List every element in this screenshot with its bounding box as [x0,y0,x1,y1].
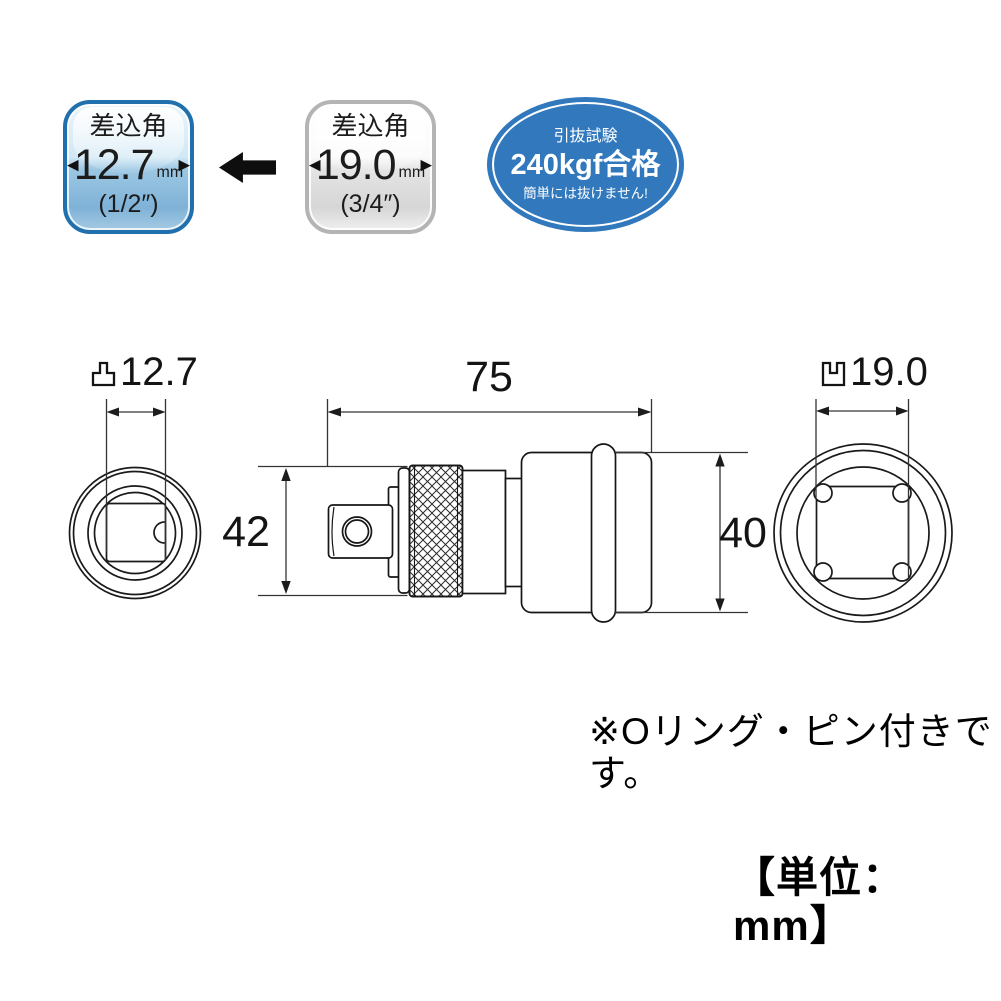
badge-title: 差込角 [331,111,410,141]
left-triangle-icon: ◀ [67,156,79,174]
drive-size-badge-12-7: 差込角 ◀ 12.7 mm ▶ (1/2″) [63,100,194,234]
rear-view-label: 19.0 [820,352,928,392]
right-height-dimension-label: 40 [719,509,767,557]
convex-symbol-icon [91,361,116,386]
dimension-arrowheads [106,406,909,612]
front-view-square [105,502,167,563]
left-triangle-icon: ◀ [309,156,321,174]
rear-view-circles [773,443,953,623]
pull-test-badge: 引抜試験 240kgf合格 簡単には抜けません! [487,97,684,232]
right-triangle-icon: ▶ [178,156,190,174]
badge-unit: mm [156,164,184,181]
unit-note: 【単位：mm】 [733,854,906,949]
pull-test-title: 引抜試験 [553,127,618,145]
concave-symbol-icon [821,361,846,386]
badge-unit: mm [398,164,426,181]
badge-inch-size: (1/2″) [98,190,159,218]
pull-test-result: 240kgf合格 [510,148,661,181]
badge-value: 19.0 [315,141,397,189]
front-view-circles [68,466,202,600]
oval-inner-ring [492,102,679,227]
dimension-lines [105,399,910,614]
side-view-body [327,443,653,623]
front-view-value: 12.7 [120,350,198,394]
badge-value: 12.7 [73,141,155,189]
left-height-dimension-label: 42 [222,508,270,556]
oring-note: ※Oリング・ピン付きです。 [589,711,993,794]
pull-test-caption: 簡単には抜けません! [523,185,648,201]
length-dimension-label: 75 [465,353,513,401]
badge-title: 差込角 [89,111,168,141]
rear-view-square [813,483,912,582]
front-view-label: 12.7 [90,352,198,392]
badge-value-row: ◀ 19.0 mm ▶ [309,141,432,189]
badge-inch-size: (3/4″) [340,190,401,218]
right-triangle-icon: ▶ [420,156,432,174]
badge-value-row: ◀ 12.7 mm ▶ [67,141,190,189]
rear-view-value: 19.0 [850,350,928,394]
drive-size-badge-19-0: 差込角 ◀ 19.0 mm ▶ (3/4″) [305,100,436,234]
